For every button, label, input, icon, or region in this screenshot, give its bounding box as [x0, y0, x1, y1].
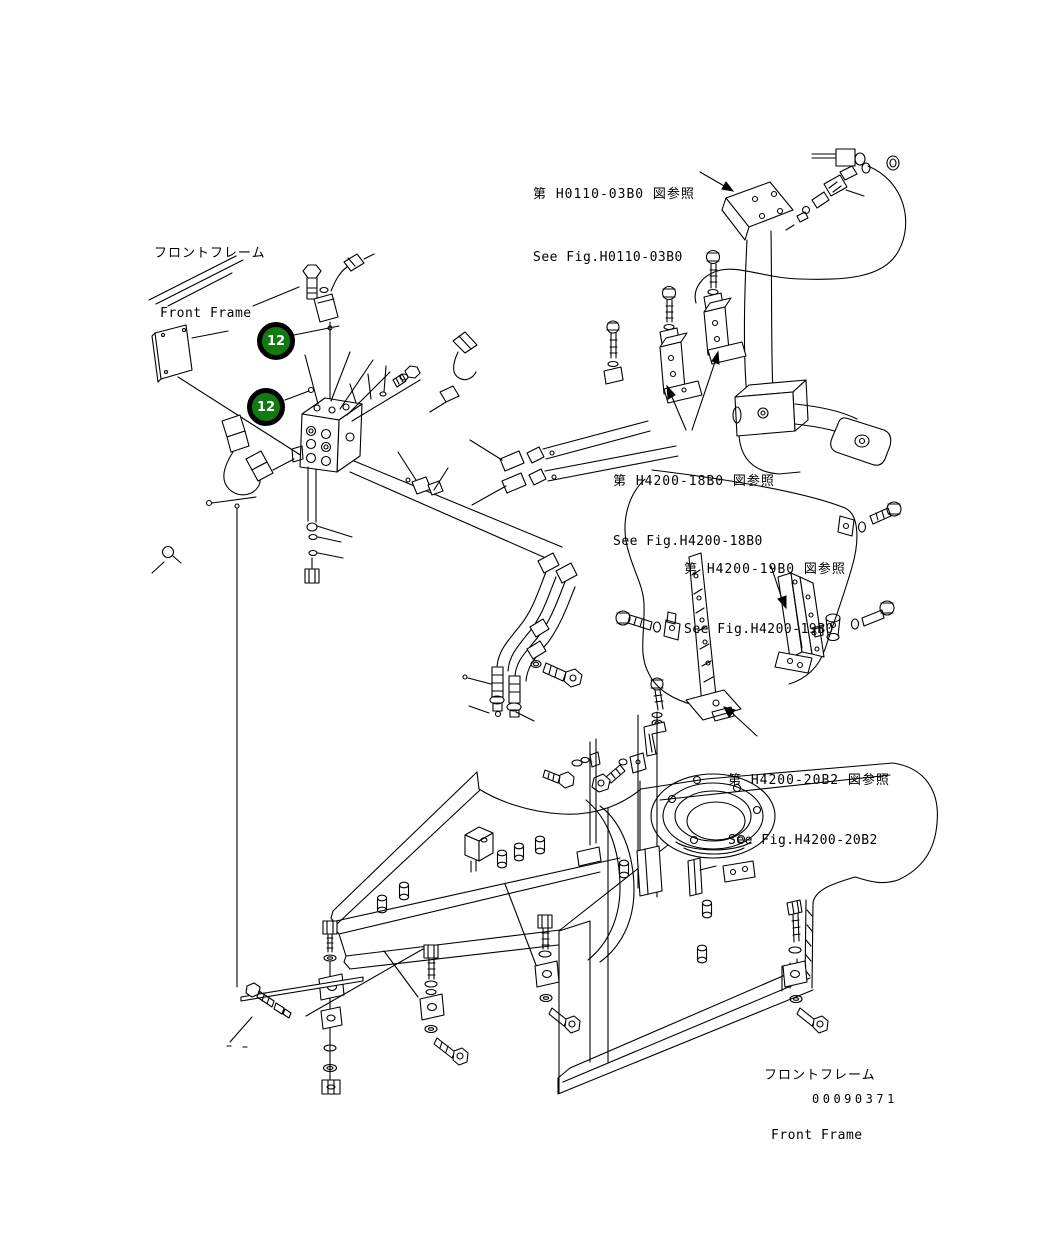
callout-balloon-12-a-label: 12 [266, 333, 286, 349]
label-front-frame-top-en: Front Frame [160, 306, 252, 321]
callout-balloon-12-b-label: 12 [256, 399, 276, 415]
left-hose-assembly [152, 415, 294, 987]
connector-plate [152, 325, 302, 456]
fastener-column-a [227, 921, 363, 1094]
fig-ref-h4200-18b0-en: See Fig.H4200-18B0 [613, 534, 763, 549]
callout-balloon-12-b[interactable]: 12 [247, 388, 285, 426]
fig-ref-h4200-19b0-en: See Fig.H4200-19B0 [684, 622, 834, 637]
fig-ref-h0110-03b0: 第 H0110-03B0 図参照 See Fig.H0110-03B0 [533, 142, 695, 289]
frame-hatch-lines [149, 256, 243, 306]
fastener-column-d [783, 900, 828, 1033]
brackets-19b0 [592, 502, 901, 897]
brackets-18b0 [604, 251, 746, 404]
fastener-column-c [505, 884, 580, 1033]
post-assembly [722, 182, 891, 474]
fastener-column-b [306, 945, 468, 1065]
label-front-frame-bottom-jp: フロントフレーム [764, 1068, 876, 1083]
label-front-frame-bottom: フロントフレーム Front Frame [764, 1026, 876, 1166]
balloon-leaders [285, 326, 339, 400]
front-frame-body [331, 739, 937, 1094]
reference-arrows [667, 172, 786, 736]
frame-pins [378, 836, 712, 963]
right-port-hoses [470, 421, 678, 505]
top-hose-fittings [695, 149, 905, 303]
fig-ref-h4200-20b2-jp: 第 H4200-20B2 図参照 [728, 773, 890, 788]
fig-ref-h4200-19b0: 第 H4200-19B0 図参照 See Fig.H4200-19B0 [684, 520, 846, 660]
drawing-number: 00090371 [812, 1092, 898, 1106]
fig-ref-h0110-03b0-en: See Fig.H0110-03B0 [533, 250, 683, 265]
fig-ref-h4200-19b0-jp: 第 H4200-19B0 図参照 [684, 562, 846, 577]
fig-ref-h4200-18b0: 第 H4200-18B0 図参照 See Fig.H4200-18B0 [613, 432, 775, 572]
fig-ref-h0110-03b0-jp: 第 H0110-03B0 図参照 [533, 187, 695, 202]
block-bottom-fasteners [305, 535, 343, 584]
fig-ref-h4200-20b2-en: See Fig.H4200-20B2 [728, 833, 878, 848]
hydraulic-valve-block [292, 352, 420, 537]
label-front-frame-top-jp: フロントフレーム [154, 246, 266, 261]
elbow-tubes [463, 553, 582, 721]
pipe-run [350, 332, 562, 559]
label-front-frame-top: フロントフレーム Front Frame [154, 204, 266, 344]
label-front-frame-bottom-en: Front Frame [771, 1128, 863, 1143]
fig-ref-h4200-18b0-jp: 第 H4200-18B0 図参照 [613, 474, 775, 489]
callout-balloon-12-a[interactable]: 12 [257, 322, 295, 360]
fig-ref-h4200-20b2: 第 H4200-20B2 図参照 See Fig.H4200-20B2 [728, 731, 890, 871]
